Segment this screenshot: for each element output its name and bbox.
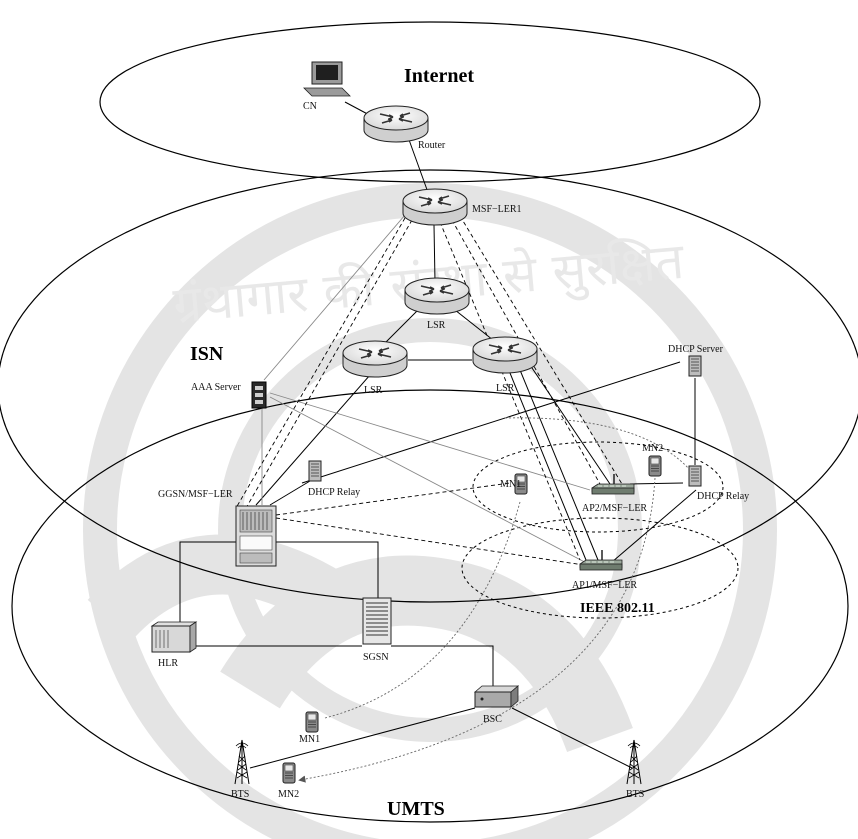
dhcp-relay-right-icon [689,466,701,486]
dhcp-relay-right-label: DHCP Relay [697,491,749,502]
bsc-label: BSC [483,714,502,725]
cn-label: CN [303,101,317,112]
sgsn-label: SGSN [363,652,389,663]
ap1-label: AP1/MSF−LER [572,580,637,591]
cn-computer-icon [304,62,350,96]
dhcp-relay-left-label: DHCP Relay [308,487,360,498]
mn-wlan-label: MN1 [500,479,521,490]
ap2-label: AP2/MSF−LER [582,503,647,514]
lsr-left-label: LSR [364,385,383,396]
ap1-access-point-icon [580,550,622,570]
mn1-umts-handset-icon [306,712,318,732]
ggsn-label: GGSN/MSF−LER [158,489,233,500]
msf-ler1-label: MSF−LER1 [472,204,522,215]
aaa-server-label: AAA Server [191,382,241,393]
dhcp-server-icon [689,356,701,376]
mn2-wlan-handset-icon [649,456,661,476]
ggsn-icon [236,506,276,566]
internet-region [100,22,760,182]
mn2-umts-handset-icon [283,763,295,783]
bsc-icon [475,686,518,707]
mn2-umts-label: MN2 [278,789,299,800]
dhcp-relay-left-icon [309,461,321,481]
umts-title: UMTS [387,798,445,820]
lsr-top-router-icon [405,278,469,314]
router-label: Router [418,140,446,151]
msf-ler1-router-icon [403,189,467,225]
lsr-right-label: LSR [496,383,515,394]
internet-title: Internet [404,65,474,87]
hlr-icon [152,622,196,652]
wlan-title: IEEE 802.11 [580,601,655,616]
isn-title: ISN [190,343,224,365]
aaa-server-icon [252,382,266,408]
lsr-left-router-icon [343,341,407,377]
dhcp-server-label: DHCP Server [668,344,724,355]
lsr-right-router-icon [473,337,537,373]
router-icon [364,106,428,142]
sgsn-icon [363,598,391,644]
bts-right-label: BTS [626,789,644,800]
mn2-wlan-label: MN2 [642,443,663,454]
lsr-top-label: LSR [427,320,446,331]
bts-left-label: BTS [231,789,249,800]
mn1-umts-label: MN1 [299,734,320,745]
hlr-label: HLR [158,658,178,669]
